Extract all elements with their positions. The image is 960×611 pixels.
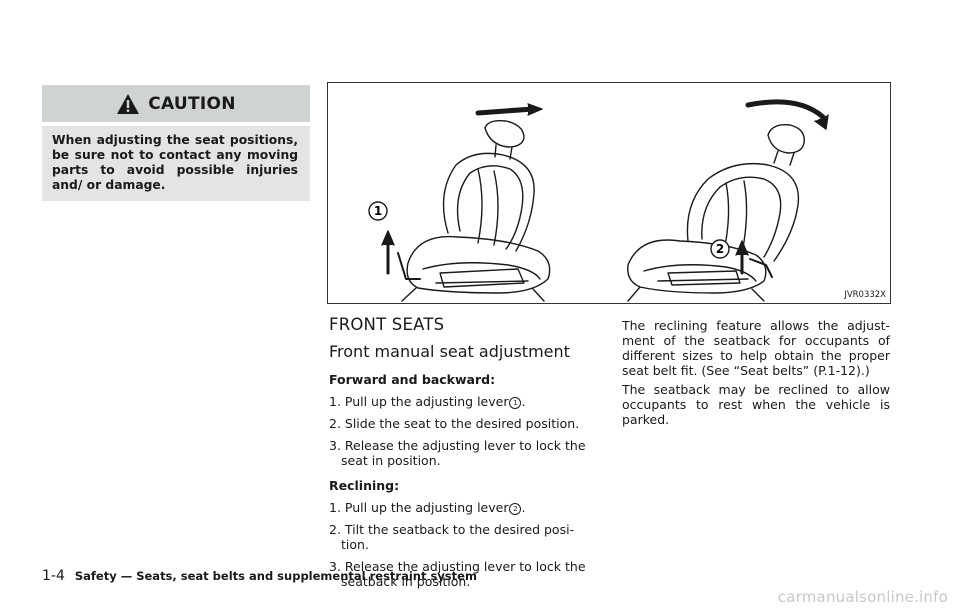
- lever-marker-1: 1: [509, 397, 522, 409]
- caution-title: CAUTION: [148, 93, 236, 114]
- figure-code: JVR0332X: [844, 290, 886, 300]
- caution-text: When adjusting the seat positions, be su…: [42, 126, 310, 201]
- watermark: carmanualsonline.info: [777, 588, 948, 606]
- page-number: 1-4: [42, 568, 65, 584]
- chapter-title: Safety — Seats, seat belts and supplemen…: [74, 569, 477, 583]
- right-column: The reclining feature allows the adjust-…: [622, 318, 890, 431]
- forward-step-2: 2. Slide the seat to the desired positio…: [329, 416, 580, 431]
- caution-header: CAUTION: [42, 85, 310, 122]
- reclining-step-3: 3. Release the adjusting lever to lock t…: [329, 559, 586, 589]
- forward-heading: Forward and backward:: [329, 372, 496, 387]
- figure-callout-2: 2: [716, 242, 724, 256]
- warning-triangle-icon: [117, 93, 140, 114]
- lever-marker-2: 2: [509, 503, 522, 515]
- page-footer: 1-4 Safety — Seats, seat belts and suppl…: [42, 568, 477, 584]
- section-title: FRONT SEATS: [329, 315, 445, 334]
- caution-box: CAUTION When adjusting the seat position…: [42, 85, 310, 201]
- seatback-recline-paragraph: The seatback may be reclined to allow oc…: [622, 382, 890, 427]
- reclining-step-2: 2. Tilt the seatback to the desired posi…: [329, 522, 575, 552]
- reclining-feature-paragraph: The reclining feature allows the adjust-…: [622, 318, 890, 378]
- figure-callout-1: 1: [374, 204, 382, 218]
- seat-adjustment-figure: 1 2 JVR0332X: [327, 82, 891, 304]
- subsection-title: Front manual seat adjustment: [329, 342, 570, 361]
- reclining-heading: Reclining:: [329, 478, 400, 493]
- forward-step-3: 3. Release the adjusting lever to lock t…: [329, 438, 586, 468]
- seat-illustration: 1 2: [368, 99, 829, 302]
- left-column: FRONT SEATS Front manual seat adjustment…: [329, 315, 604, 589]
